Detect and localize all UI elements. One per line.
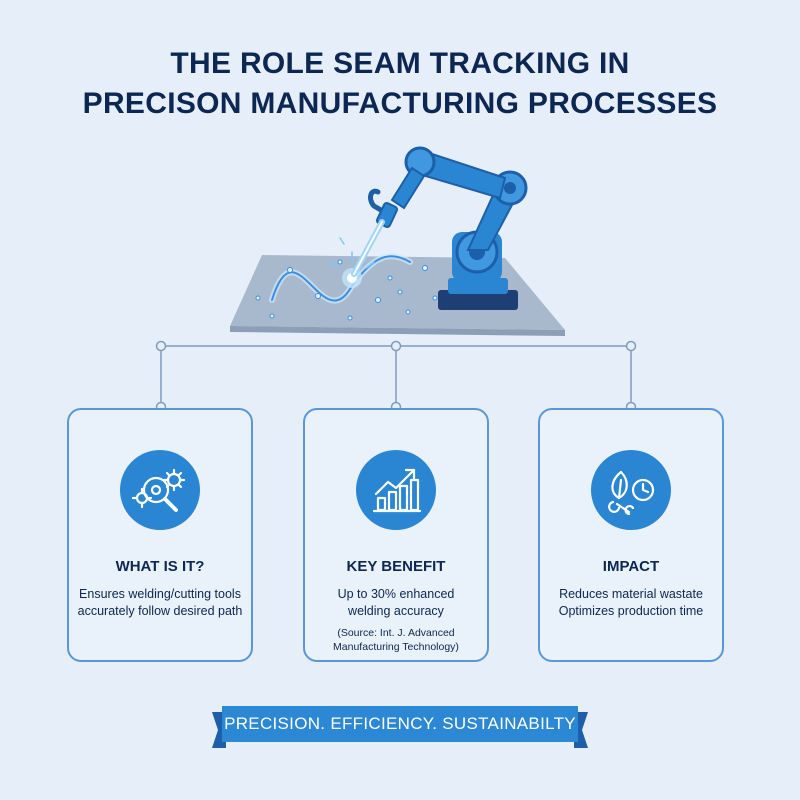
source-line-1: (Source: Int. J. Advanced — [337, 627, 455, 639]
card-description: Up to 30% enhanced welding accuracy — [311, 586, 481, 620]
card-heading: WHAT IS IT? — [115, 558, 205, 575]
magnifier-gears-icon — [120, 450, 200, 530]
connector-lines — [160, 345, 632, 407]
bar-chart-growth-icon — [356, 450, 436, 530]
desc-line-2: Optimizes production time — [558, 604, 704, 618]
desc-line-1: Reduces material wastate — [559, 587, 703, 601]
card-description: Ensures welding/cutting tools accurately… — [75, 586, 245, 620]
robot-base — [438, 290, 518, 310]
card-heading: KEY BENEFIT — [346, 558, 446, 575]
card-description: Reduces material wastate Optimizes produ… — [546, 586, 716, 620]
card-key-benefit: KEY BENEFIT Up to 30% enhanced welding a… — [303, 408, 489, 662]
desc-line-1: Ensures welding/cutting tools — [79, 587, 241, 601]
banner-text: PRECISION. EFFICIENCY. SUSTAINABILTY — [222, 706, 578, 742]
tagline-banner: PRECISION. EFFICIENCY. SUSTAINABILTY — [212, 706, 588, 748]
title-line-2: PRECISON MANUFACTURING PROCESSES — [82, 87, 718, 120]
card-source-note: (Source: Int. J. Advanced Manufacturing … — [311, 626, 481, 654]
card-heading: IMPACT — [602, 558, 660, 575]
desc-line-2: welding accuracy — [348, 604, 444, 618]
desc-line-2: accurately follow desired path — [77, 604, 243, 618]
title-line-1: THE ROLE SEAM TRACKING IN — [170, 47, 630, 80]
card-what-is-it: WHAT IS IT? Ensures welding/cutting tool… — [67, 408, 253, 662]
page-title: THE ROLE SEAM TRACKING IN PRECISON MANUF… — [0, 44, 800, 124]
source-line-2: Manufacturing Technology) — [333, 641, 459, 653]
card-impact: IMPACT Reduces material wastate Optimize… — [538, 408, 724, 662]
desc-line-1: Up to 30% enhanced — [337, 587, 455, 601]
leaf-wrench-clock-icon — [591, 450, 671, 530]
